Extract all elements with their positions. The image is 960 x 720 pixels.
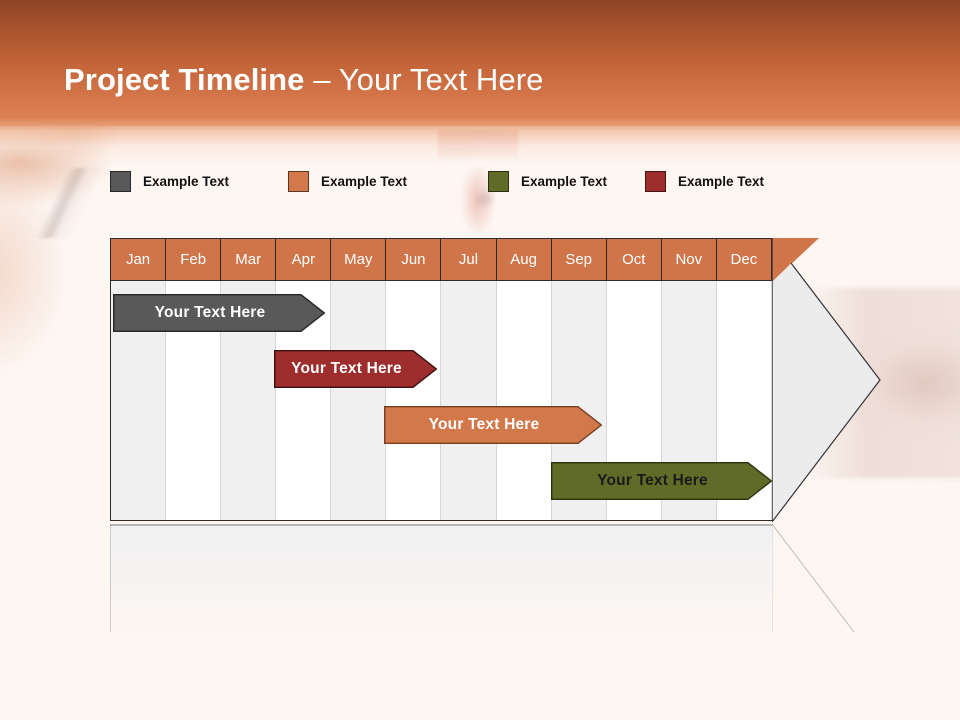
- legend-label-0: Example Text: [143, 173, 230, 189]
- task-bar-label-3: Your Text Here: [597, 472, 708, 489]
- task-bar-0[interactable]: Your Text Here: [113, 294, 325, 332]
- month-cell-nov[interactable]: Nov: [661, 239, 717, 280]
- page-title-light: – Your Text Here: [304, 62, 544, 97]
- legend-item-2[interactable]: Example Text: [488, 168, 607, 194]
- legend-item-3[interactable]: Example Text: [645, 168, 764, 194]
- month-cell-may[interactable]: May: [331, 239, 387, 280]
- legend-item-1[interactable]: Example Text: [288, 168, 407, 194]
- grid-column-may: [331, 281, 387, 520]
- page-title-bold: Project Timeline: [64, 62, 305, 97]
- timeline-arrow-tip: [772, 238, 882, 522]
- task-bar-2[interactable]: Your Text Here: [384, 406, 602, 444]
- legend-item-0[interactable]: Example Text: [110, 168, 229, 194]
- page-title: Project Timeline – Your Text Here: [64, 60, 543, 100]
- grid-column-aug: [497, 281, 552, 520]
- legend: Example Text Example Text Example Text Exam…: [110, 168, 810, 194]
- task-bar-label-1: Your Text Here: [291, 360, 402, 377]
- grid-column-feb: [166, 281, 222, 520]
- month-cell-aug[interactable]: Aug: [496, 239, 552, 280]
- grid-column-jul: [441, 281, 497, 520]
- legend-swatch-icon-1: [288, 170, 309, 192]
- task-bar-shape-2: [384, 406, 602, 444]
- title-banner-fade: [0, 118, 960, 164]
- grid-column-oct: [607, 281, 662, 520]
- legend-swatch-icon-0: [110, 170, 131, 192]
- grid-column-jun: [386, 281, 442, 520]
- chart-reflection-body: [110, 524, 772, 632]
- month-cell-dec[interactable]: Dec: [716, 239, 772, 280]
- title-banner: [0, 0, 960, 126]
- legend-label-1: Example Text: [321, 173, 408, 189]
- month-cell-feb[interactable]: Feb: [166, 239, 222, 280]
- month-cell-mar[interactable]: Mar: [221, 239, 277, 280]
- task-bar-label-0: Your Text Here: [154, 304, 266, 321]
- legend-label-2: Example Text: [521, 173, 608, 189]
- month-cell-jan[interactable]: Jan: [111, 239, 167, 280]
- chart-reflection-edge: [110, 524, 772, 526]
- task-bar-3[interactable]: Your Text Here: [551, 462, 772, 500]
- task-bar-label-2: Your Text Here: [428, 416, 540, 433]
- task-bar-shape-1: [274, 350, 437, 388]
- task-bar-1[interactable]: Your Text Here: [274, 350, 437, 388]
- legend-swatch-icon-3: [645, 170, 666, 192]
- grid-column-apr: [276, 281, 332, 520]
- month-cell-jun[interactable]: Jun: [386, 239, 442, 280]
- chart-reflection: [110, 524, 882, 632]
- legend-swatch-icon-2: [488, 170, 509, 192]
- task-bar-shape-3: [551, 462, 772, 500]
- task-bar-shape-0: [113, 294, 325, 332]
- legend-label-3: Example Text: [678, 173, 765, 189]
- month-cell-sep[interactable]: Sep: [551, 239, 607, 280]
- month-cell-oct[interactable]: Oct: [606, 239, 662, 280]
- month-cell-jul[interactable]: Jul: [441, 239, 497, 280]
- month-cell-apr[interactable]: Apr: [276, 239, 332, 280]
